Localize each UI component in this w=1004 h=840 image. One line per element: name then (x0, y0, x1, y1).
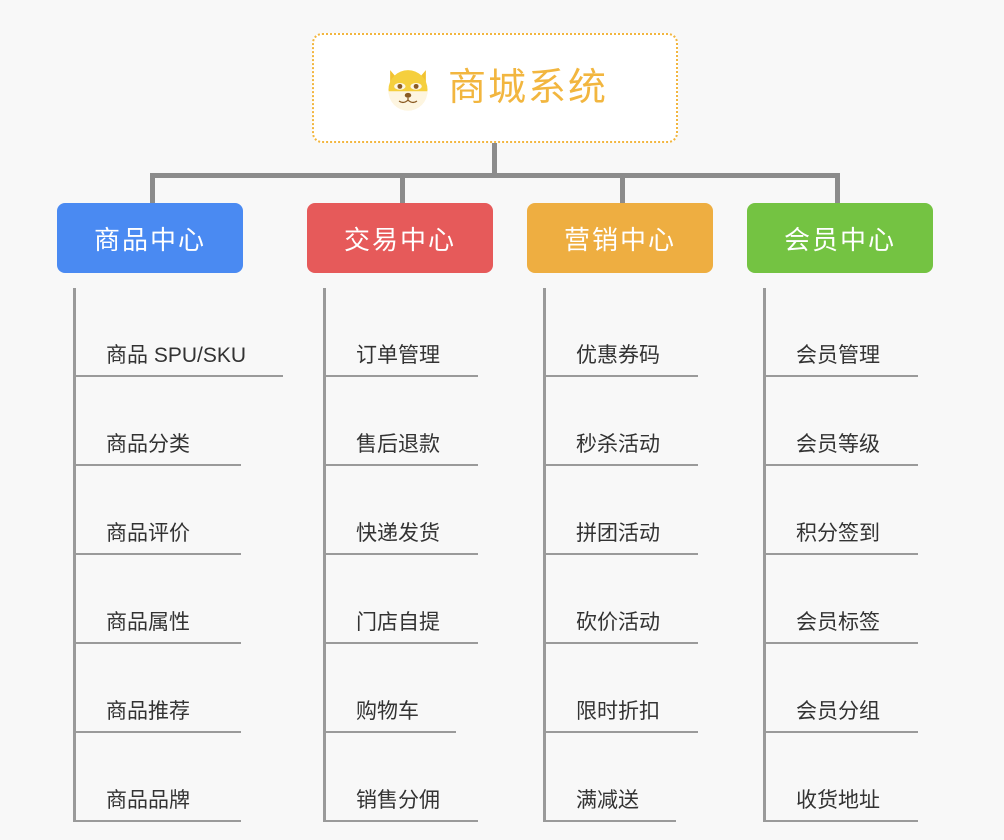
category-header-1-label: 商品中心 (93, 224, 206, 255)
list-item[interactable]: 会员等级 (766, 377, 967, 466)
leaf-underline (76, 375, 283, 377)
leaf-label: 收货地址 (796, 788, 880, 812)
list-item[interactable]: 会员标签 (766, 555, 967, 644)
leaf-list-3: 优惠券码 秒杀活动 拼团活动 砍价活动 限时折扣 满减送 (543, 288, 747, 822)
leaf-underline (76, 553, 241, 555)
leaf-label: 积分签到 (796, 521, 880, 545)
shiba-dog-icon (382, 62, 434, 114)
list-item[interactable]: 积分签到 (766, 466, 967, 555)
list-item[interactable]: 会员管理 (766, 288, 967, 377)
category-header-1[interactable]: 商品中心 (57, 203, 243, 273)
list-item[interactable]: 商品推荐 (76, 644, 277, 733)
list-item[interactable]: 订单管理 (326, 288, 527, 377)
leaf-underline (326, 731, 456, 733)
root-title: 商城系统 (447, 67, 608, 109)
list-item[interactable]: 商品属性 (76, 555, 277, 644)
leaf-underline (766, 553, 918, 555)
branch-column-4: 会员中心 会员管理 会员等级 积分签到 会员标签 会员分组 (747, 203, 967, 822)
leaf-underline (546, 731, 698, 733)
branch-column-3: 营销中心 优惠券码 秒杀活动 拼团活动 砍价活动 限时折扣 (527, 203, 747, 822)
leaf-underline (766, 464, 918, 466)
root-node[interactable]: 商城系统 (312, 33, 678, 143)
list-item[interactable]: 秒杀活动 (546, 377, 747, 466)
leaf-list-1: 商品 SPU/SKU 商品分类 商品评价 商品属性 商品推荐 商品品牌 (73, 288, 283, 822)
leaf-list-2: 订单管理 售后退款 快递发货 门店自提 购物车 销售分佣 (323, 288, 527, 822)
list-item[interactable]: 拼团活动 (546, 466, 747, 555)
branch-column-1: 商品中心 商品 SPU/SKU 商品分类 商品评价 商品属性 商品推荐 (57, 203, 283, 822)
leaf-list-4: 会员管理 会员等级 积分签到 会员标签 会员分组 收货地址 (763, 288, 967, 822)
leaf-label: 商品评价 (106, 521, 190, 545)
leaf-label: 订单管理 (356, 343, 440, 367)
list-item[interactable]: 优惠券码 (546, 288, 747, 377)
leaf-underline (546, 642, 698, 644)
leaf-label: 商品品牌 (106, 788, 190, 812)
leaf-label: 门店自提 (356, 610, 440, 634)
leaf-underline (326, 375, 478, 377)
leaf-underline (766, 375, 918, 377)
list-item[interactable]: 砍价活动 (546, 555, 747, 644)
leaf-label: 会员等级 (796, 432, 880, 456)
leaf-label: 商品推荐 (106, 699, 190, 723)
leaf-underline (546, 375, 698, 377)
list-item[interactable]: 快递发货 (326, 466, 527, 555)
leaf-label: 售后退款 (356, 432, 440, 456)
list-item[interactable]: 门店自提 (326, 555, 527, 644)
list-item[interactable]: 售后退款 (326, 377, 527, 466)
leaf-label: 销售分佣 (356, 788, 440, 812)
leaf-label: 会员分组 (796, 699, 880, 723)
list-item[interactable]: 限时折扣 (546, 644, 747, 733)
leaf-label: 会员标签 (796, 610, 880, 634)
leaf-label: 商品属性 (106, 610, 190, 634)
category-header-2-label: 交易中心 (343, 224, 456, 255)
leaf-label: 快递发货 (356, 521, 440, 545)
leaf-underline (76, 820, 241, 822)
connector-drop-3 (620, 173, 625, 209)
connector-drop-1 (150, 173, 155, 209)
branch-column-2: 交易中心 订单管理 售后退款 快递发货 门店自提 购物车 (307, 203, 527, 822)
list-item[interactable]: 收货地址 (766, 733, 967, 822)
list-item[interactable]: 销售分佣 (326, 733, 527, 822)
category-header-3-label: 营销中心 (563, 224, 676, 255)
connector-root-stem (492, 143, 497, 177)
leaf-underline (546, 553, 698, 555)
category-header-4[interactable]: 会员中心 (747, 203, 933, 273)
leaf-underline (76, 642, 241, 644)
list-item[interactable]: 商品评价 (76, 466, 277, 555)
category-header-3[interactable]: 营销中心 (527, 203, 713, 273)
connector-drop-2 (400, 173, 405, 209)
leaf-label: 优惠券码 (576, 343, 660, 367)
connector-drop-4 (835, 173, 840, 209)
leaf-label: 满减送 (576, 788, 639, 812)
category-header-4-label: 会员中心 (783, 224, 896, 255)
leaf-underline (546, 464, 698, 466)
leaf-label: 商品分类 (106, 432, 190, 456)
leaf-label: 限时折扣 (576, 699, 660, 723)
leaf-underline (326, 642, 478, 644)
list-item[interactable]: 商品品牌 (76, 733, 277, 822)
leaf-underline (76, 464, 241, 466)
leaf-underline (326, 553, 478, 555)
list-item[interactable]: 会员分组 (766, 644, 967, 733)
list-item[interactable]: 购物车 (326, 644, 527, 733)
list-item[interactable]: 商品 SPU/SKU (76, 288, 283, 377)
list-item[interactable]: 商品分类 (76, 377, 277, 466)
leaf-underline (326, 464, 478, 466)
category-header-2[interactable]: 交易中心 (307, 203, 493, 273)
leaf-label: 秒杀活动 (576, 432, 660, 456)
leaf-underline (546, 820, 676, 822)
leaf-underline (766, 642, 918, 644)
leaf-label: 拼团活动 (576, 521, 660, 545)
leaf-label: 会员管理 (796, 343, 880, 367)
connector-bus (150, 173, 840, 178)
leaf-label: 购物车 (356, 699, 419, 723)
leaf-underline (766, 820, 918, 822)
leaf-label: 砍价活动 (576, 610, 660, 634)
list-item[interactable]: 满减送 (546, 733, 747, 822)
leaf-underline (766, 731, 918, 733)
leaf-underline (76, 731, 241, 733)
leaf-label: 商品 SPU/SKU (106, 343, 247, 367)
leaf-underline (326, 820, 478, 822)
